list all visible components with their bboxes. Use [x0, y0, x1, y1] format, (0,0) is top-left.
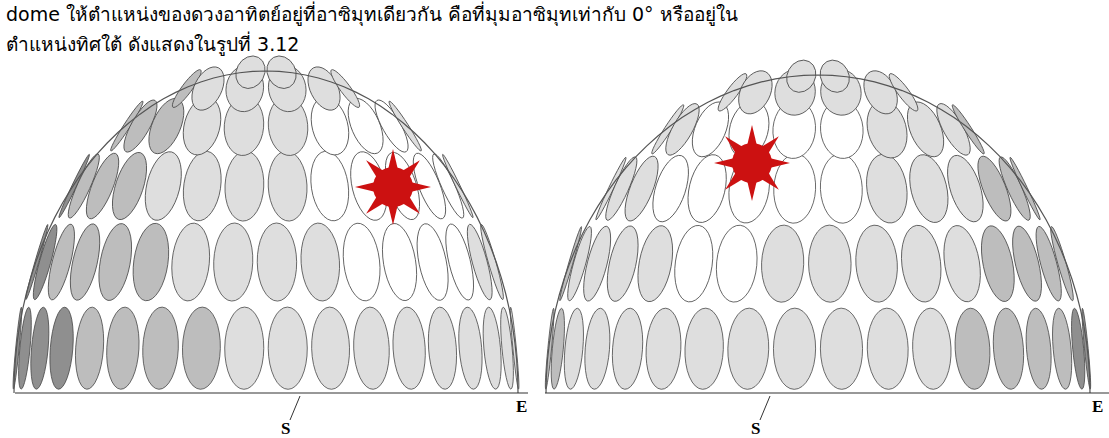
sky-patch: [773, 308, 816, 390]
sky-patch: [886, 71, 922, 114]
dome-outline: [546, 75, 1090, 393]
sky-patch: [352, 306, 391, 390]
sun-ray: [714, 158, 735, 168]
sky-patch: [683, 307, 725, 390]
sky-patch: [862, 151, 912, 225]
sky-patch: [820, 308, 863, 390]
sky-patch: [644, 307, 683, 390]
sun-ray: [747, 125, 757, 146]
sky-patch: [509, 307, 520, 389]
sky-patch: [991, 307, 1026, 390]
sky-patch: [646, 151, 696, 226]
sky-patch: [128, 221, 173, 303]
sun-disc: [373, 167, 413, 207]
sky-dome: [544, 55, 1109, 420]
sky-patch: [377, 221, 422, 303]
sky-patch: [212, 222, 254, 302]
sky-patch: [169, 221, 213, 302]
sun-symbol: [355, 149, 431, 225]
direction-label: E: [1092, 398, 1103, 416]
sun-ray: [388, 204, 398, 225]
sky-patch: [311, 307, 351, 390]
direction-label: S: [751, 420, 760, 438]
sky-patch: [897, 223, 945, 304]
sky-patch: [93, 221, 137, 303]
sky-patch: [257, 223, 297, 302]
sky-patch: [224, 307, 264, 390]
sky-patch: [685, 97, 736, 163]
body-text: dome ให้ตำแหน่งของดวงอาทิตย์อยู่ที่อาซิม…: [6, 2, 738, 26]
sky-patch: [549, 308, 568, 390]
sky-patch: [306, 149, 353, 224]
sky-dome: [12, 51, 528, 420]
sky-patch: [1023, 307, 1054, 390]
sky-patch: [267, 150, 309, 222]
sky-patch: [853, 224, 899, 304]
sky-patch: [903, 151, 954, 227]
body-text: ตำแหน่งทิศใต้ ดังแสดงในรูปที่ 3.12: [6, 32, 299, 56]
sky-patch: [47, 306, 76, 390]
sky-patch: [760, 224, 805, 303]
sky-patch: [713, 223, 760, 304]
sky-patch: [939, 223, 986, 305]
sun-ray: [355, 182, 376, 192]
sky-patch: [632, 223, 678, 305]
sky-patch: [339, 221, 384, 303]
sky-patch: [1050, 308, 1075, 390]
sky-patch: [670, 223, 717, 305]
leader-line: [760, 396, 770, 420]
sun-ray: [410, 182, 431, 192]
sun-ray: [769, 158, 790, 168]
sky-patch: [65, 221, 106, 303]
sky-patch: [866, 308, 909, 390]
sky-patch: [141, 306, 180, 390]
sky-patch: [268, 307, 308, 390]
sun-ray: [747, 180, 757, 201]
sky-patch: [732, 65, 779, 119]
sky-patch: [610, 307, 645, 390]
sky-patch: [911, 307, 953, 390]
sky-patch: [387, 100, 424, 153]
sky-patch: [181, 307, 221, 390]
sky-patch: [139, 148, 188, 224]
sky-patch: [223, 150, 265, 222]
sun-disc: [732, 143, 772, 183]
sky-patch: [456, 306, 485, 390]
sky-patch: [105, 306, 142, 390]
sky-patch: [441, 153, 475, 218]
sky-patch: [727, 308, 770, 390]
sky-patch: [819, 153, 864, 224]
sky-patch: [391, 306, 428, 390]
sky-patch: [601, 223, 644, 304]
sky-patch: [73, 306, 106, 390]
direction-label: S: [281, 420, 290, 438]
sky-patch: [478, 223, 507, 300]
sky-patch: [1048, 225, 1077, 301]
sky-patch: [950, 103, 987, 156]
sky-patch: [1008, 156, 1042, 221]
leader-line: [290, 396, 300, 420]
sky-patch: [582, 307, 613, 390]
sun-ray: [388, 149, 398, 170]
sky-patch: [299, 222, 342, 302]
sky-patch: [426, 306, 459, 390]
dome-outline: [14, 71, 518, 393]
ground-line: [15, 392, 528, 393]
sky-patch: [185, 62, 230, 116]
sky-patch: [953, 307, 992, 390]
sky-patch: [327, 67, 363, 110]
sun-symbol: [714, 125, 790, 201]
sky-patch: [561, 308, 586, 390]
sky-patch: [179, 149, 226, 224]
sky-patch: [808, 225, 852, 303]
sky-patch: [28, 307, 52, 390]
ground-line: [545, 392, 1109, 393]
direction-label: E: [516, 398, 527, 416]
